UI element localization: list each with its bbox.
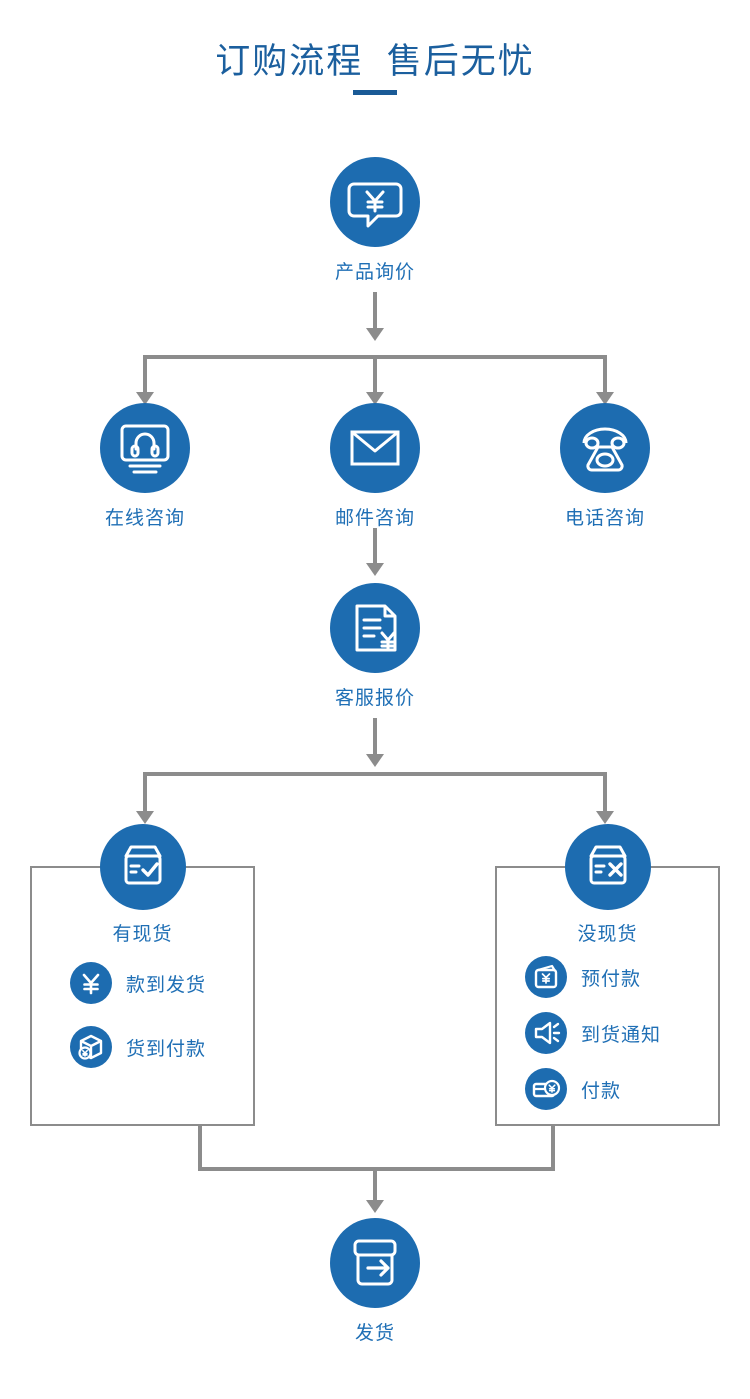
speaker-notify-icon [525, 1012, 567, 1054]
telephone-icon [560, 403, 650, 493]
node-label: 电话咨询 [564, 508, 645, 529]
in-stock-options: 款到发货 货到付款 [32, 962, 291, 1090]
connector-merge-down [373, 1167, 377, 1203]
node-label: 产品询价 [334, 262, 415, 283]
list-item[interactable]: 付款 [525, 1068, 746, 1110]
connector-branch-left [143, 772, 147, 814]
card-yen-icon [525, 1068, 567, 1110]
arrow-to-email [366, 392, 384, 405]
connector-fan-right [603, 355, 607, 395]
arrow-quote-down [366, 754, 384, 767]
node-service-quote[interactable]: 客服报价 [310, 583, 440, 710]
arrow-to-in-stock [136, 811, 154, 824]
box-cross-icon [564, 824, 651, 910]
connector-merge-left-stub [198, 1126, 202, 1170]
document-yen-icon [330, 583, 420, 673]
yen-icon [70, 962, 112, 1004]
node-label: 客服报价 [334, 688, 415, 709]
monitor-headset-icon [100, 403, 190, 493]
node-online-consult[interactable]: 在线咨询 [80, 403, 210, 530]
connector-fan-bar-bottom [143, 772, 607, 776]
node-phone-consult[interactable]: 电话咨询 [540, 403, 670, 530]
box-arrow-out-icon [330, 1218, 420, 1308]
node-email-consult[interactable]: 邮件咨询 [310, 403, 440, 530]
arrow-start-down [366, 328, 384, 341]
wallet-yen-icon [525, 956, 567, 998]
page-title: 订购流程 售后无忧 [215, 42, 535, 81]
list-item-label: 预付款 [581, 968, 642, 990]
list-item-label: 款到发货 [126, 974, 207, 996]
list-item[interactable]: 预付款 [525, 956, 746, 998]
page-title-block: 订购流程 售后无忧 [0, 38, 750, 95]
node-label: 发货 [354, 1323, 395, 1344]
package-yen-icon [70, 1026, 112, 1068]
list-item-label: 货到付款 [126, 1038, 207, 1060]
arrow-to-ship [366, 1200, 384, 1213]
envelope-icon [330, 403, 420, 493]
arrow-to-out-of-stock [596, 811, 614, 824]
arrow-to-quote [366, 563, 384, 576]
node-label: 邮件咨询 [334, 508, 415, 529]
connector-start-down [373, 292, 377, 330]
connector-fan-mid [373, 355, 377, 395]
list-item-label: 付款 [581, 1080, 622, 1102]
connector-fan-left [143, 355, 147, 395]
in-stock-header[interactable]: 有现货 [32, 824, 253, 946]
box-title: 有现货 [112, 924, 173, 945]
out-of-stock-options: 预付款 到货通知 [497, 956, 746, 1110]
list-item[interactable]: 货到付款 [70, 1026, 291, 1068]
stock-box-in-stock: 有现货 款到发货 [30, 824, 255, 1126]
connector-quote-down [373, 718, 377, 756]
node-product-inquiry[interactable]: 产品询价 [310, 157, 440, 284]
out-of-stock-header[interactable]: 没现货 [497, 824, 718, 946]
node-label: 在线咨询 [104, 508, 185, 529]
list-item-label: 到货通知 [581, 1024, 662, 1046]
connector-branch-right [603, 772, 607, 814]
connector-email-to-quote [373, 528, 377, 566]
title-underline [353, 90, 397, 95]
arrow-to-phone [596, 392, 614, 405]
stock-box-out-of-stock: 没现货 预付款 [495, 824, 720, 1126]
list-item[interactable]: 款到发货 [70, 962, 291, 1004]
list-item[interactable]: 到货通知 [525, 1012, 746, 1054]
box-check-icon [99, 824, 186, 910]
chat-bubble-yen-icon [330, 157, 420, 247]
arrow-to-online [136, 392, 154, 405]
node-shipment[interactable]: 发货 [310, 1218, 440, 1345]
connector-merge-right-stub [551, 1126, 555, 1170]
box-title: 没现货 [577, 924, 638, 945]
